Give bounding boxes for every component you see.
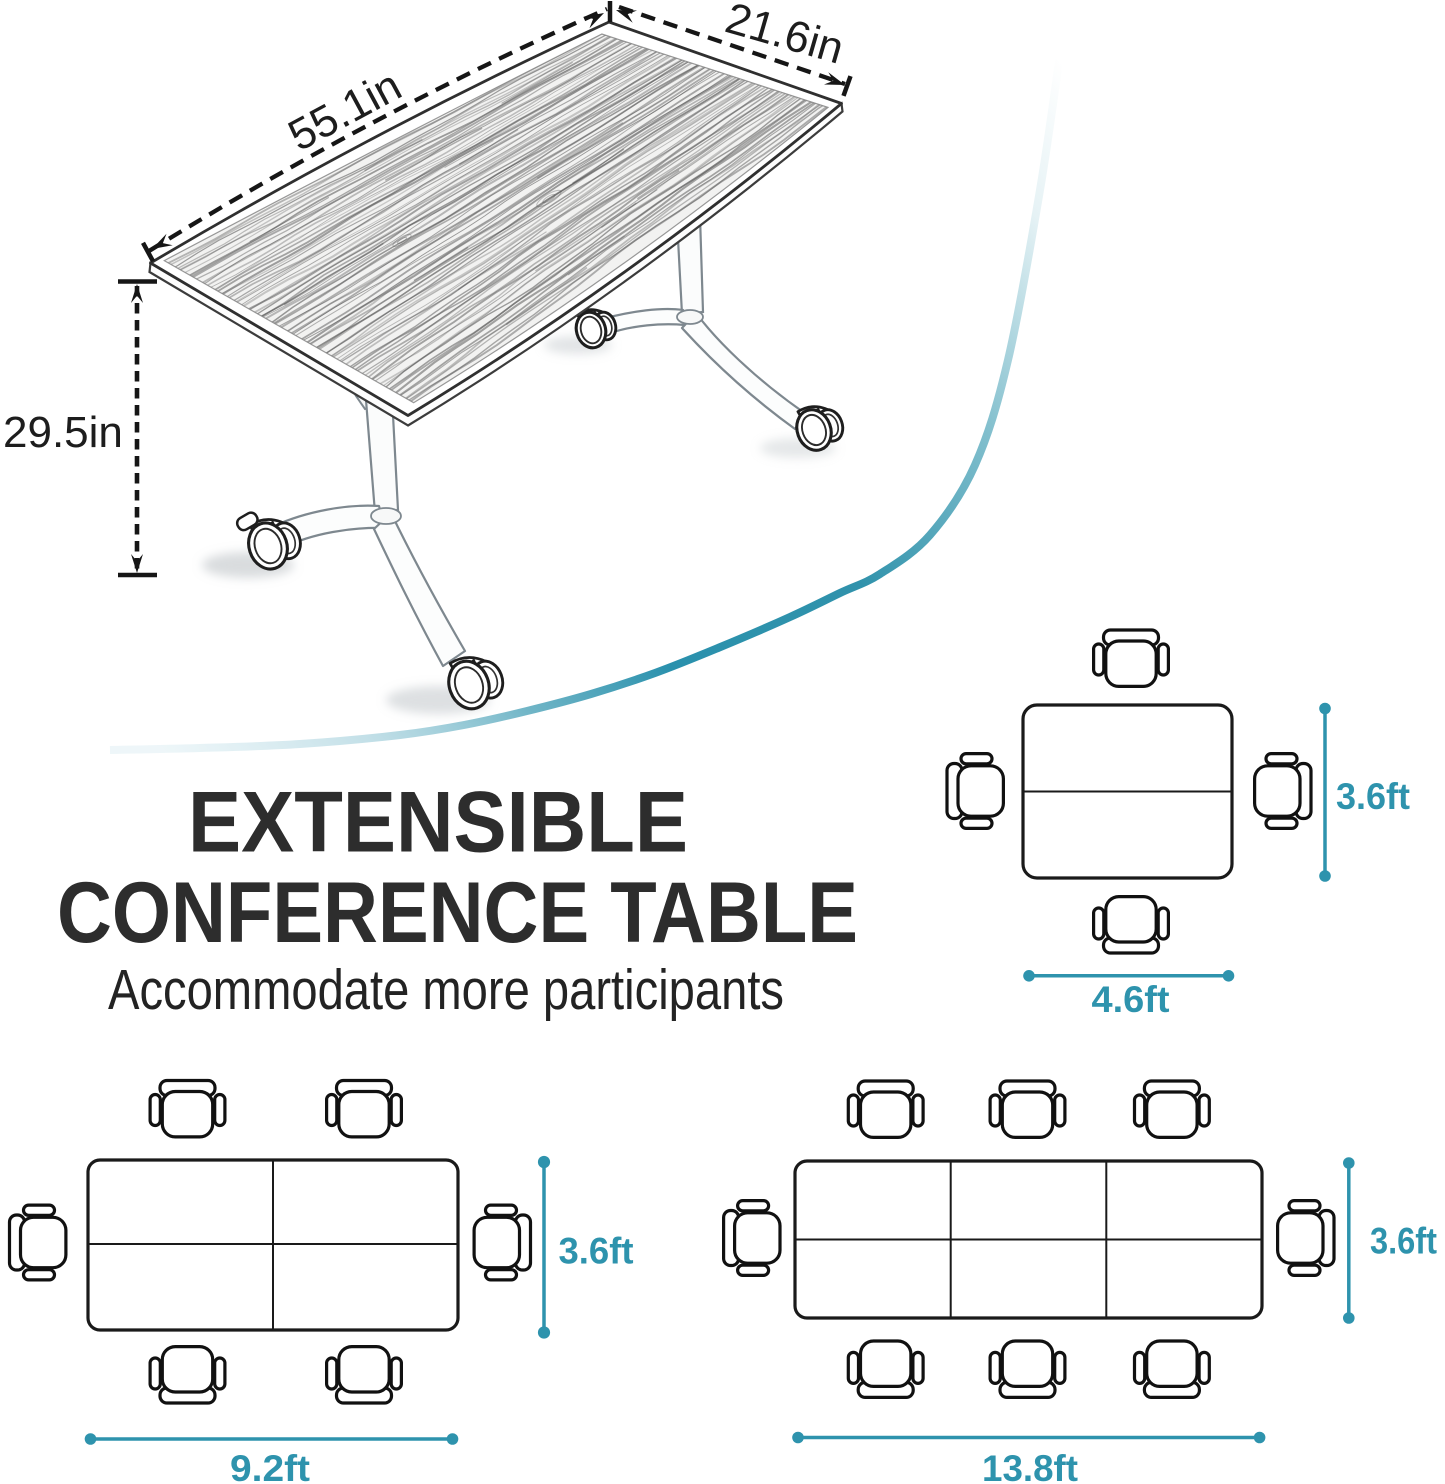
svg-text:4.6ft: 4.6ft (1092, 979, 1170, 1020)
svg-text:CONFERENCE TABLE: CONFERENCE TABLE (57, 865, 858, 961)
svg-text:3.6ft: 3.6ft (559, 1231, 634, 1272)
svg-text:3.6ft: 3.6ft (1370, 1221, 1437, 1262)
svg-text:9.2ft: 9.2ft (230, 1448, 310, 1484)
svg-text:Accommodate more participants: Accommodate more participants (108, 958, 784, 1022)
svg-text:13.8ft: 13.8ft (982, 1448, 1078, 1484)
svg-text:3.6ft: 3.6ft (1336, 776, 1410, 817)
svg-text:EXTENSIBLE: EXTENSIBLE (188, 775, 688, 871)
svg-text:29.5in: 29.5in (3, 408, 123, 457)
